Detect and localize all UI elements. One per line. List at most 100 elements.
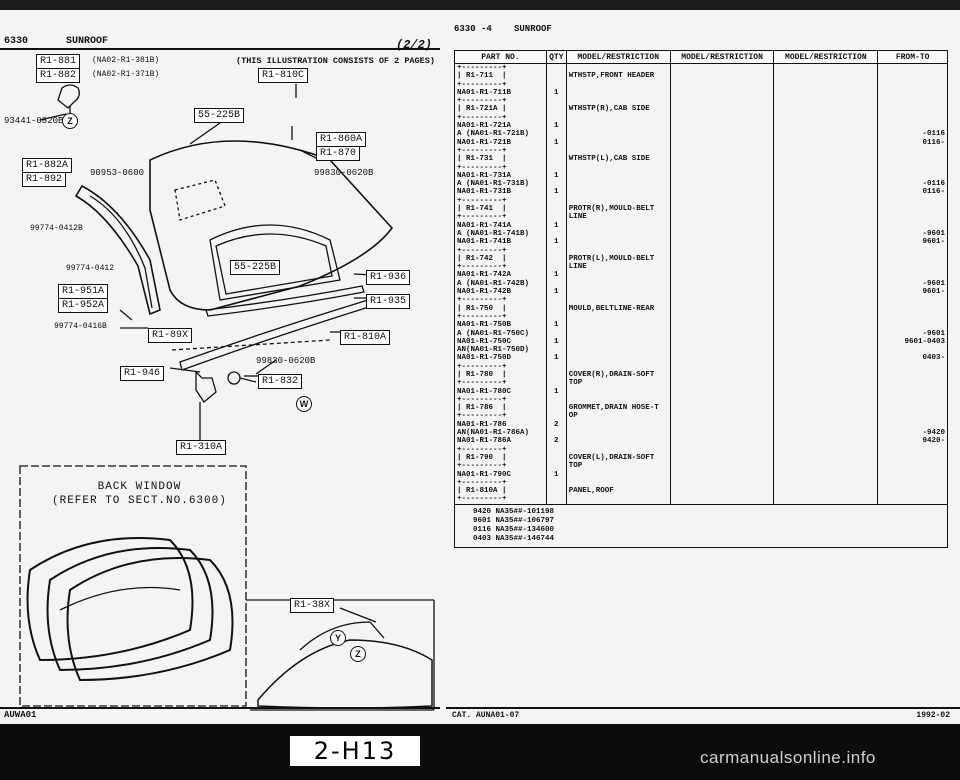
model-restriction-cell [773, 146, 879, 189]
model-restriction-cell [773, 362, 879, 396]
model-restriction-cell [669, 478, 775, 505]
from-to-cell [877, 445, 948, 479]
from-to-cell [877, 362, 948, 396]
circle-ref-z: Z [62, 113, 78, 129]
header-model-3: MODEL/RESTRICTION [773, 50, 879, 64]
serial-note: 0403 NA35##-146744 [473, 535, 555, 543]
right-section-code: 6330 -4 [454, 24, 492, 34]
model-restriction-cell [773, 395, 879, 438]
model-restriction-cell [773, 196, 879, 239]
ref-r1-952a: R1-952A [58, 298, 109, 313]
description-cell: PROTR(R),MOULD-BELT LINE [565, 196, 671, 239]
parts-row: +---------+ | R1-790 | +---------+ NA01-… [454, 445, 948, 479]
description-cell [565, 188, 671, 197]
quantity-cell: 1 [545, 63, 567, 98]
parts-row: +---------+ | R1-741 | +---------+ NA01-… [454, 196, 948, 239]
ref-r1-946: R1-946 [120, 366, 165, 381]
model-restriction-cell [669, 437, 775, 446]
part-number-cell: NA01-R1-742B [454, 288, 547, 297]
part-99830-0620b-top: 99830-0620B [314, 168, 374, 178]
exploded-view-drawing [19, 84, 435, 711]
car-silhouette [257, 639, 433, 709]
part-number-cell: NA01-R1-721B [454, 138, 547, 147]
from-to-cell: 9420- [877, 437, 948, 446]
table-header-row: PART NO. QTY MODEL/RESTRICTION MODEL/RES… [454, 50, 948, 64]
model-restriction-cell [773, 238, 879, 247]
model-restriction-cell [773, 354, 879, 363]
part-number-cell: +---------+ | R1-786 | +---------+ NA01-… [454, 395, 547, 438]
model-restriction-cell [773, 97, 879, 139]
part-number-cell: NA01-R1-750D [454, 354, 547, 363]
ref-r1-38x: R1-38X [290, 598, 335, 613]
parts-row: +---------+ | R1-750 | +---------+ NA01-… [454, 296, 948, 338]
model-restriction-cell [773, 437, 879, 446]
quantity-cell: 1 [545, 146, 567, 189]
from-to-cell [877, 478, 948, 505]
quantity-cell: 1 [545, 97, 567, 139]
illustration-page: 6330 SUNROOF (2/2) R1-881 (NA02-R1-381B)… [0, 10, 440, 724]
quantity-cell [545, 478, 567, 505]
ref-r1-810c: R1-810C [258, 68, 309, 83]
catalog-date: 1992-02 [916, 711, 950, 720]
quantity-cell: 1 [545, 362, 567, 396]
clip-part [57, 84, 80, 109]
from-to-cell: -9420 [877, 395, 948, 438]
catalog-code: CAT. AUNA01-07 [452, 711, 520, 720]
right-section-title: SUNROOF [514, 24, 552, 34]
header-from-to: FROM-TO [877, 50, 948, 64]
model-restriction-cell [773, 63, 879, 98]
header-qty: QTY [545, 50, 567, 64]
description-cell: PANEL,ROOF [565, 478, 671, 505]
from-to-cell: 9601- [877, 238, 948, 247]
quantity-cell: 1 [545, 288, 567, 297]
part-number-cell: +---------+ | R1-750 | +---------+ NA01-… [454, 296, 547, 338]
model-restriction-cell [669, 337, 775, 355]
part-99830-0620b-bot: 99830-0620B [256, 356, 316, 366]
part-number-cell: NA01-R1-741B [454, 238, 547, 247]
from-to-cell: -0116 [877, 146, 948, 189]
description-cell [565, 354, 671, 363]
model-restriction-cell [669, 146, 775, 189]
section-code: 6330 [4, 36, 29, 47]
ref-r1-936: R1-936 [366, 270, 411, 285]
back-window-note-title: BACK WINDOW [97, 481, 182, 493]
parts-table: PART NO. QTY MODEL/RESTRICTION MODEL/RES… [454, 50, 948, 505]
ref-r1-935: R1-935 [366, 294, 411, 309]
from-to-cell: 0403- [877, 354, 948, 363]
model-restriction-cell [773, 188, 879, 197]
model-restriction-cell [669, 362, 775, 396]
description-cell: PROTR(L),MOULD-BELT LINE [565, 246, 671, 289]
quantity-cell: 1 [545, 188, 567, 197]
from-to-cell: -9601 [877, 296, 948, 338]
part-number-cell: +---------+ | R1-731 | +---------+ NA01-… [454, 146, 547, 189]
back-window-note-ref: (REFER TO SECT.NO.6300) [52, 495, 227, 507]
model-restriction-cell [773, 296, 879, 338]
from-to-cell: 0116- [877, 138, 948, 147]
ref-r1-89x: R1-89X [148, 328, 193, 343]
watermark: carmanualsonline.info [700, 748, 876, 767]
parts-row: +---------+ | R1-711 | +---------+ NA01-… [454, 63, 948, 98]
back-window-frame [19, 465, 247, 707]
ref-r1-892: R1-892 [22, 172, 67, 187]
footer-rule [0, 707, 440, 709]
soft-top-shell [149, 140, 394, 311]
ref-r1-951a: R1-951A [58, 284, 109, 299]
from-to-cell [877, 63, 948, 98]
description-cell [565, 288, 671, 297]
model-range-2: (NA02-R1-371B) [92, 70, 160, 79]
model-restriction-cell [669, 97, 775, 139]
ref-r1-810a: R1-810A [340, 330, 391, 345]
description-cell: MOULD,BELTLINE-REAR [565, 296, 671, 338]
back-window-glass [26, 537, 194, 662]
description-cell: WTHSTP,FRONT HEADER [565, 63, 671, 98]
quantity-cell: 1 [545, 196, 567, 239]
header-model-2: MODEL/RESTRICTION [669, 50, 775, 64]
ref-r1-882a: R1-882A [22, 158, 73, 173]
bottom-scan-border [0, 724, 960, 780]
model-restriction-cell [669, 196, 775, 239]
description-cell: COVER(L),DRAIN-SOFT TOP [565, 445, 671, 479]
model-restriction-cell [773, 246, 879, 289]
